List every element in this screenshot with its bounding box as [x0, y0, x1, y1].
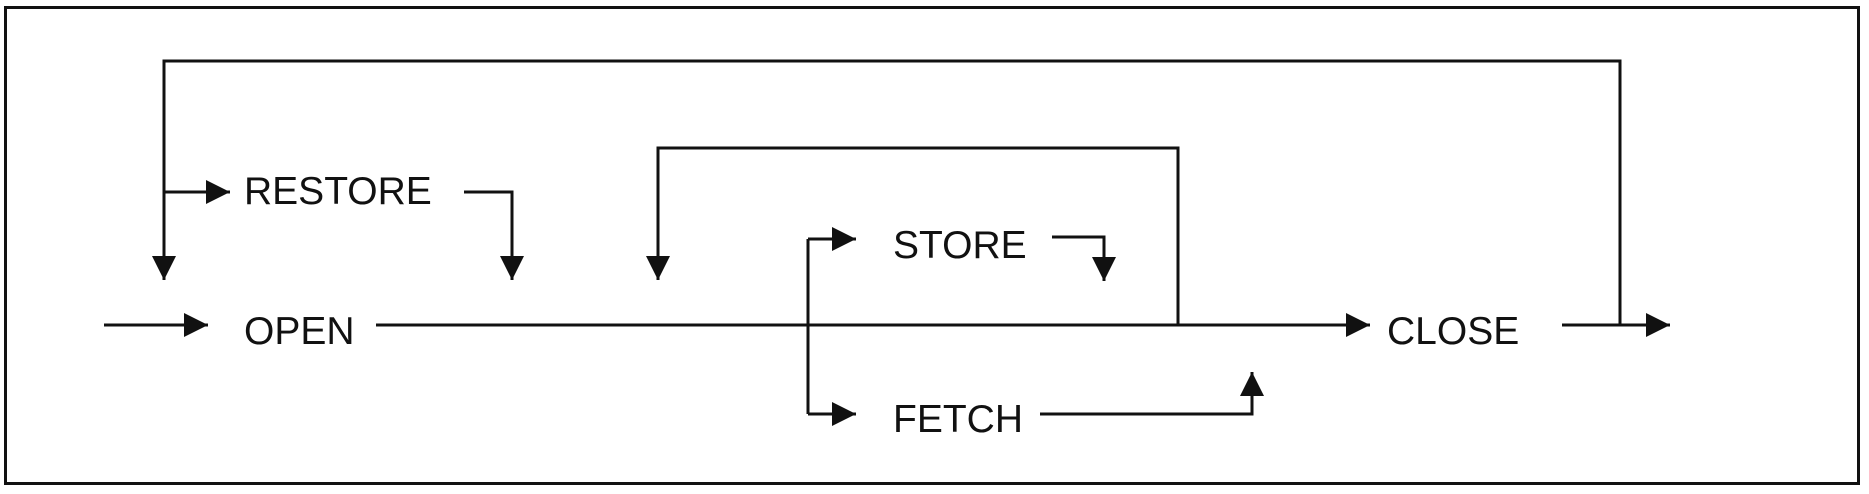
restore-return-line — [464, 190, 524, 280]
fetch-return-line — [1040, 372, 1264, 416]
inner-loop-line — [646, 146, 1180, 325]
node-store: STORE — [893, 224, 1027, 267]
node-open: OPEN — [244, 310, 355, 353]
node-restore: RESTORE — [244, 170, 432, 213]
outer-loop-line — [152, 59, 1622, 325]
node-fetch: FETCH — [893, 398, 1023, 441]
store-return-line — [1052, 235, 1116, 281]
diagram-frame — [4, 6, 1860, 485]
node-close: CLOSE — [1387, 310, 1520, 353]
